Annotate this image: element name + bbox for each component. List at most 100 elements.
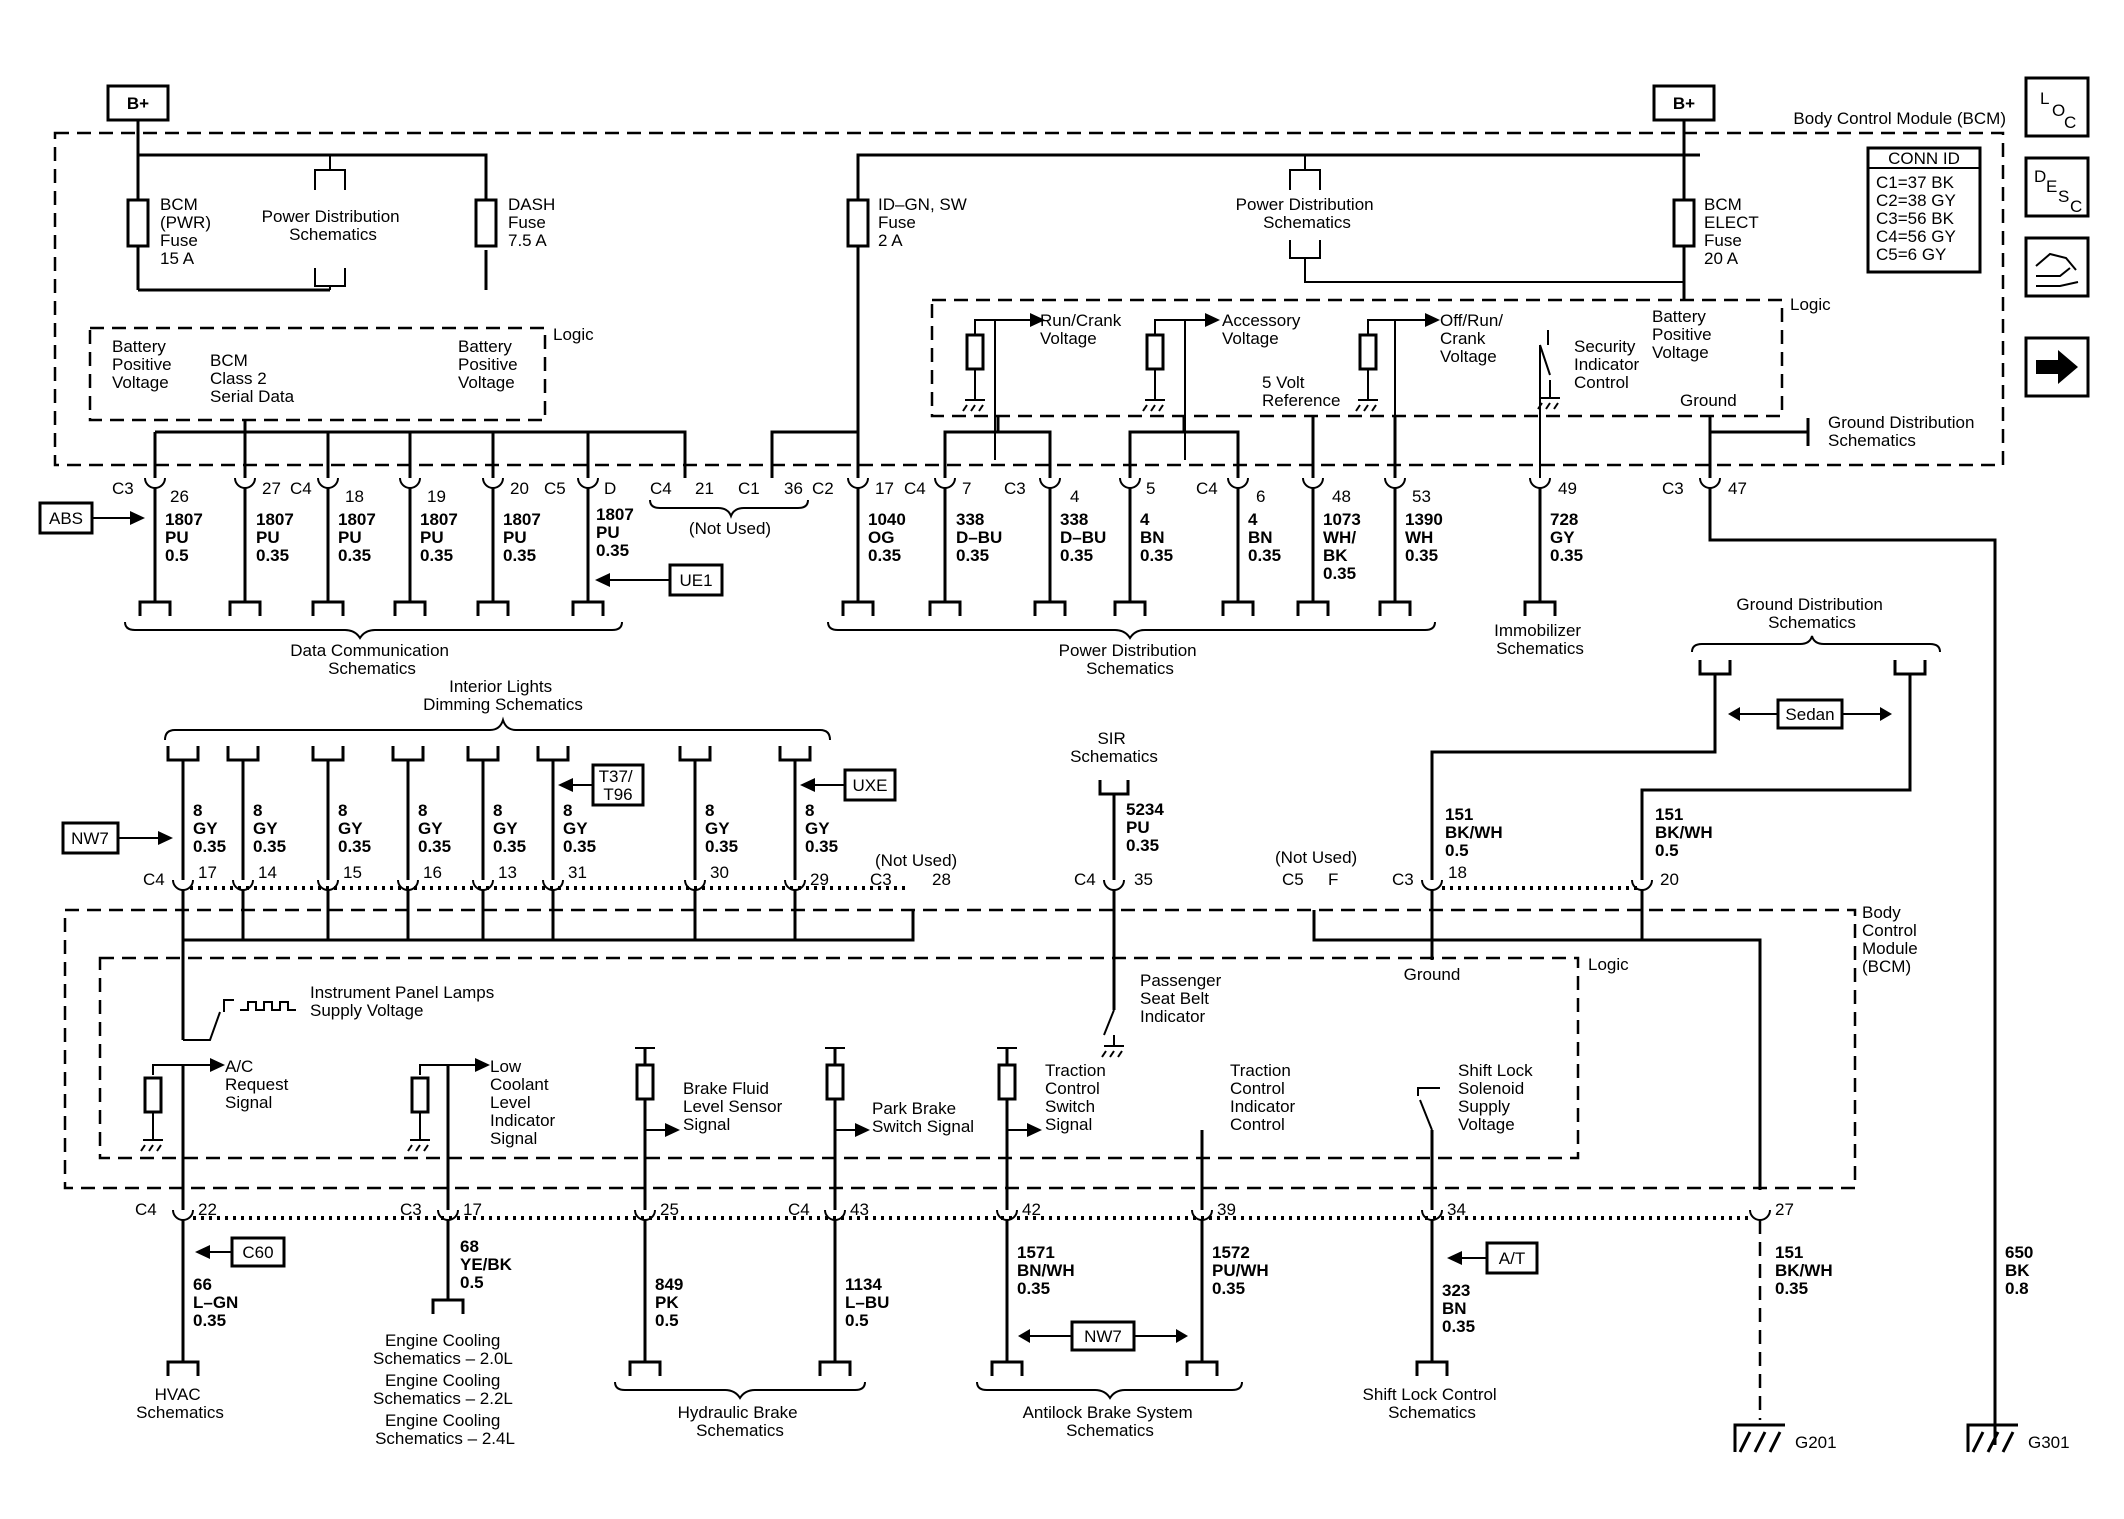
pin-17b: 17 xyxy=(463,1200,482,1219)
pin-c4-43: C4 xyxy=(788,1200,810,1219)
interior-wires xyxy=(181,760,797,880)
c60-label: C60 xyxy=(242,1243,273,1262)
ac-label: A/C Request Signal xyxy=(225,1057,293,1112)
ac-ground xyxy=(140,1112,163,1152)
logic-right-label: Logic xyxy=(1790,295,1831,314)
ac-resistor xyxy=(143,1076,163,1114)
connector-view-icon[interactable] xyxy=(2024,236,2090,298)
pin-49: 49 xyxy=(1558,479,1577,498)
park-brake-circuit xyxy=(825,1047,855,1131)
row1-terminals xyxy=(138,600,1557,616)
batt-pos-3-label: Battery Positive Voltage xyxy=(1652,307,1716,362)
ground-internal-bus xyxy=(1312,890,1762,1190)
traction-switch-arrow xyxy=(1027,1123,1042,1137)
bcm-pwr-fuse xyxy=(126,198,150,248)
nw7-label-top: NW7 xyxy=(71,829,109,848)
svg-text:31: 31 xyxy=(568,863,587,882)
bcm-side-label: Body Control Module (BCM) xyxy=(1862,903,1923,976)
ground-dist-top-label: Ground Distribution Schematics xyxy=(1736,595,1887,632)
desc-icon[interactable] xyxy=(2024,156,2090,218)
ue1-option-box xyxy=(668,563,724,597)
dash-fuse-label: DASH Fuse 7.5 A xyxy=(508,195,560,250)
gnd-wire-1-label: 151 BK/WH 0.5 xyxy=(1445,805,1507,860)
park-brake-arrow xyxy=(855,1123,870,1137)
run-crank-resistor xyxy=(965,333,985,371)
g301-ground-symbol xyxy=(1966,1423,2018,1453)
c60-arrow xyxy=(195,1245,210,1259)
pin-6: 6 xyxy=(1256,487,1265,506)
idgn-fuse xyxy=(846,198,870,248)
run-crank-label: Run/Crank Voltage xyxy=(1040,311,1126,348)
brake-fluid-resistor xyxy=(635,1063,655,1101)
pin-c3-bottom: C3 xyxy=(400,1200,422,1219)
pin-36: 36 xyxy=(784,479,803,498)
pin-c3c: C3 xyxy=(1662,479,1684,498)
batt-pos-1-label: Battery Positive Voltage xyxy=(112,337,176,392)
loc-icon[interactable] xyxy=(2024,76,2090,138)
c4-mid-label: C4 xyxy=(143,870,165,889)
logic-lower-box xyxy=(98,956,1580,1160)
park-brake-resistor xyxy=(825,1063,845,1101)
off-run-crank-label: Off/Run/ Crank Voltage xyxy=(1440,311,1508,366)
at-arrow xyxy=(1447,1251,1462,1265)
sir-wire-label: 5234 PU 0.35 xyxy=(1126,800,1169,855)
svg-text:13: 13 xyxy=(498,863,517,882)
logic-left-box xyxy=(88,326,547,422)
not-used-brace xyxy=(649,499,809,519)
interior-terminals xyxy=(166,746,812,762)
pin-18: 18 xyxy=(345,487,364,506)
t37-arrow xyxy=(558,778,573,792)
class2-bus xyxy=(153,420,687,478)
abs-option-box xyxy=(38,501,94,535)
pin-39: 39 xyxy=(1217,1200,1236,1219)
run-crank-arrow xyxy=(1030,313,1045,327)
shift-lock-label: Shift Lock Solenoid Supply Voltage xyxy=(1458,1061,1537,1134)
bcm-class2-label: BCM Class 2 Serial Data xyxy=(210,351,295,406)
sedan-arrow-left xyxy=(1728,707,1740,721)
ground-dist-side-label: Ground Distribution Schematics xyxy=(1828,413,1979,450)
ip-lamps-switch xyxy=(183,999,296,1041)
coolant-label: Low Coolant Level Indicator Signal xyxy=(490,1057,560,1148)
conn-id-rows: C1=37 BK C2=38 GY C3=56 BK C4=56 GY C5=6… xyxy=(1876,173,1960,264)
pin-c4d: C4 xyxy=(1196,479,1218,498)
nw7-arrow-right xyxy=(1176,1329,1188,1343)
pin-48: 48 xyxy=(1332,487,1351,506)
ac-arrow xyxy=(210,1058,225,1072)
pin-35: 35 xyxy=(1134,870,1153,889)
bcm-elect-fuse-label: BCM ELECT Fuse 20 A xyxy=(1704,195,1763,268)
pin-53: 53 xyxy=(1412,487,1431,506)
interior-lights-label: Interior Lights Dimming Schematics xyxy=(423,677,583,714)
pin-34: 34 xyxy=(1447,1200,1466,1219)
pin-c4b: C4 xyxy=(650,479,672,498)
power-dist-bottom-label: Power Distribution Schematics xyxy=(1059,641,1202,678)
nw7-option-box-top xyxy=(61,821,120,855)
hydraulic-brace xyxy=(614,1381,866,1400)
uxe-option-box xyxy=(843,768,897,802)
ground-dist-terminals xyxy=(1698,660,1927,676)
bottom-wires xyxy=(181,1220,1434,1362)
b-plus-right: B+ xyxy=(1673,94,1695,113)
off-run-crank-ground xyxy=(1355,369,1378,412)
power-dist-left-label: Power Distribution Schematics xyxy=(262,207,405,244)
run-crank-ground xyxy=(962,369,985,412)
pin-27b: 27 xyxy=(1775,1200,1794,1219)
pin-22: 22 xyxy=(198,1200,217,1219)
sedan-arrow-right xyxy=(1880,707,1892,721)
batt-pos-2-label: Battery Positive Voltage xyxy=(458,337,522,392)
logic-left-label: Logic xyxy=(553,325,594,344)
accessory-resistor xyxy=(1145,333,1165,371)
svg-text:D: D xyxy=(2034,167,2046,186)
